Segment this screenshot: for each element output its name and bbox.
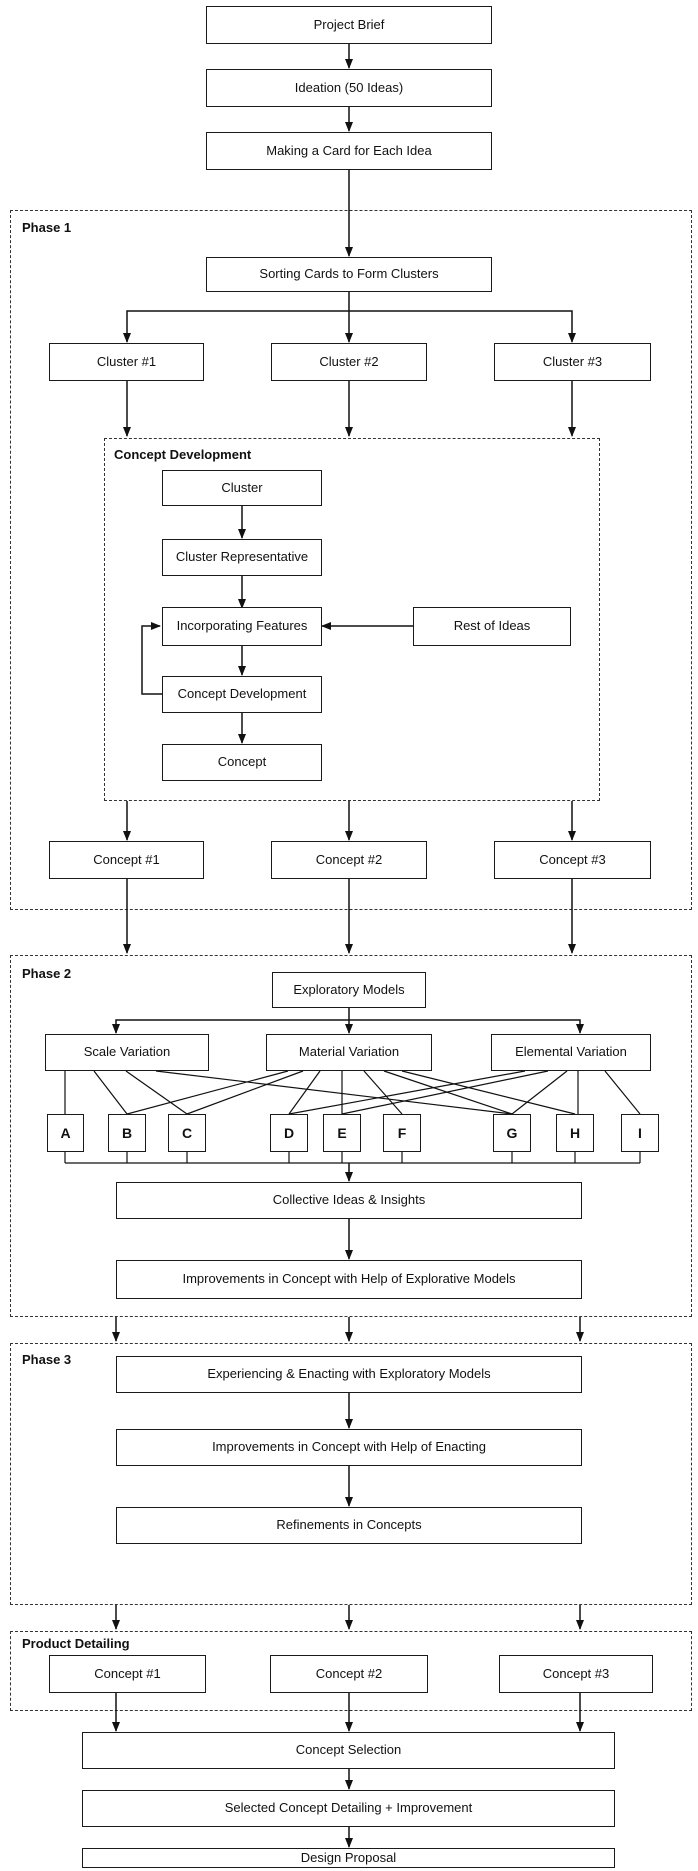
cluster-2-box: Cluster #2 [271,343,427,381]
cd-cluster-representative-box: Cluster Representative [162,539,322,576]
ideation-box: Ideation (50 Ideas) [206,69,492,107]
link-elemental-g [511,1070,568,1115]
link-material-h [401,1070,576,1115]
pd-concept-1-box: Concept #1 [49,1655,206,1693]
concept-selection-box: Concept Selection [82,1732,615,1769]
phase1-concept-2-box: Concept #2 [271,841,427,879]
region-product-detailing [10,1631,692,1711]
link-material-c [186,1070,304,1115]
link-scale-g [155,1070,513,1115]
refinements-box: Refinements in Concepts [116,1507,582,1544]
model-d-box: D [270,1114,308,1152]
region-phase1-label: Phase 1 [22,220,72,235]
elemental-variation-box: Elemental Variation [491,1034,651,1071]
link-elemental-i [604,1070,641,1115]
making-cards-box: Making a Card for Each Idea [206,132,492,170]
cd-concept-development-box: Concept Development [162,676,322,713]
model-e-box: E [323,1114,361,1152]
improvements-enacting-box: Improvements in Concept with Help of Ena… [116,1429,582,1466]
region-product-detailing-label: Product Detailing [22,1636,130,1651]
material-variation-box: Material Variation [266,1034,432,1071]
collective-ideas-box: Collective Ideas & Insights [116,1182,582,1219]
arrow-cd-dev-feedback [141,622,162,695]
link-material-f [363,1070,403,1115]
region-phase3 [10,1343,692,1605]
model-g-box: G [493,1114,531,1152]
link-material-d [288,1070,321,1115]
model-c-box: C [168,1114,206,1152]
link-material-g [383,1070,513,1115]
region-phase2 [10,955,692,1317]
scale-variation-box: Scale Variation [45,1034,209,1071]
pd-concept-3-box: Concept #3 [499,1655,653,1693]
arrow-exploratory-elemental [349,1019,584,1034]
link-elemental-d [288,1070,526,1115]
sorting-cards-box: Sorting Cards to Form Clusters [206,257,492,292]
improvements-explorative-box: Improvements in Concept with Help of Exp… [116,1260,582,1299]
model-f-box: F [383,1114,421,1152]
model-b-box: B [108,1114,146,1152]
cluster-1-box: Cluster #1 [49,343,204,381]
design-proposal-box: Design Proposal [82,1848,615,1868]
cd-concept-box: Concept [162,744,322,781]
pd-concept-2-box: Concept #2 [270,1655,428,1693]
link-scale-c [125,1070,188,1115]
experiencing-enacting-box: Experiencing & Enacting with Exploratory… [116,1356,582,1393]
cd-incorporating-features-box: Incorporating Features [162,607,322,646]
model-h-box: H [556,1114,594,1152]
concept-detailing-box: Selected Concept Detailing + Improvement [82,1790,615,1827]
region-concept-development [104,438,600,801]
arrow-exploratory-scale [112,1019,349,1034]
link-material-b [126,1070,289,1115]
region-phase2-label: Phase 2 [22,966,72,981]
arrow-sorting-cluster1 [123,310,349,343]
link-scale-b [93,1070,128,1115]
cd-rest-of-ideas-box: Rest of Ideas [413,607,571,646]
phase1-concept-1-box: Concept #1 [49,841,204,879]
model-a-box: A [47,1114,84,1152]
region-concept-development-label: Concept Development [114,447,252,462]
region-phase3-label: Phase 3 [22,1352,72,1367]
cluster-3-box: Cluster #3 [494,343,651,381]
project-brief-box: Project Brief [206,6,492,44]
arrow-sorting-cluster3 [349,310,576,343]
link-elemental-e [341,1070,549,1115]
phase1-concept-3-box: Concept #3 [494,841,651,879]
cd-cluster-box: Cluster [162,470,322,506]
region-phase1 [10,210,692,910]
exploratory-models-box: Exploratory Models [272,972,426,1008]
model-i-box: I [621,1114,659,1152]
